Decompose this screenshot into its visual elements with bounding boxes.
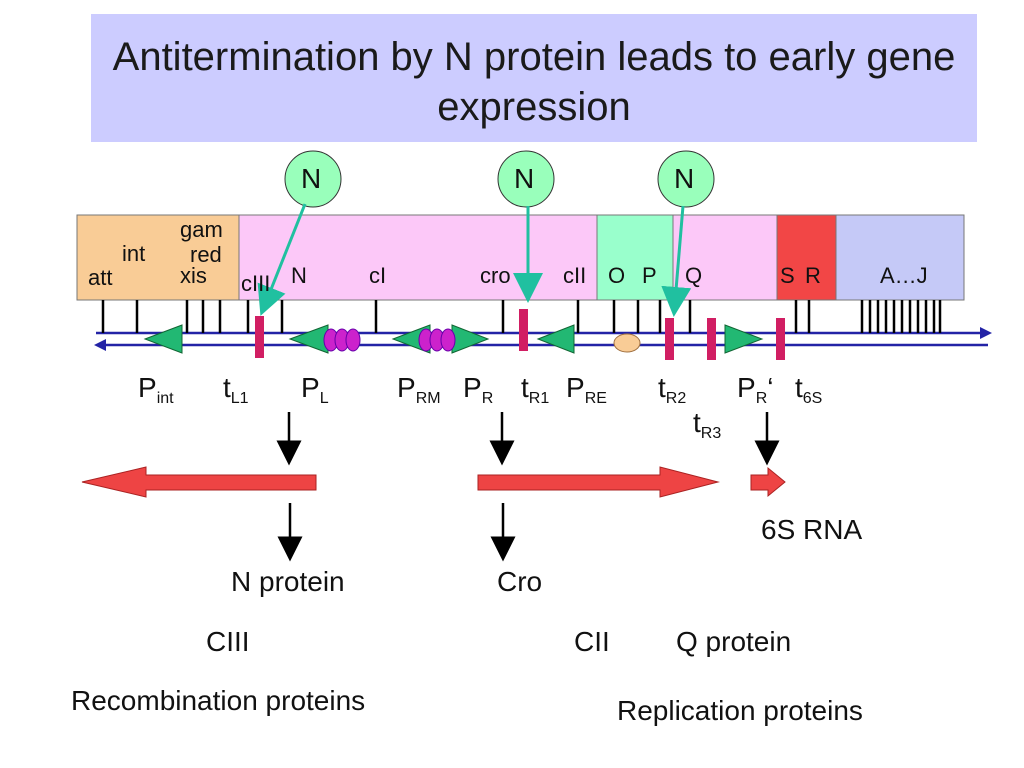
label-tr1: tR1 — [521, 372, 550, 408]
n-arrow-left — [257, 203, 307, 316]
page-title: Antitermination by N protein leads to ea… — [112, 35, 956, 129]
label-cii-protein: CII — [574, 626, 610, 657]
gene-ci: cI — [369, 263, 387, 288]
label-tr3: tR3 — [693, 407, 722, 443]
label-tr2: tR2 — [658, 372, 687, 408]
promoter-pl — [288, 324, 329, 354]
gene-cii: cII — [563, 263, 587, 288]
n-bubble-right — [657, 150, 715, 208]
label-ciii-protein: CIII — [206, 626, 250, 657]
gene-s: S — [780, 263, 795, 288]
gene-q: Q — [685, 263, 703, 288]
promoter-pre — [536, 324, 575, 354]
gene-o: O — [608, 263, 626, 288]
terminator-tr2 — [665, 318, 674, 360]
terminator-t6s — [776, 318, 785, 360]
dna-arrowhead-left — [94, 339, 106, 351]
region-replication — [596, 214, 674, 301]
gene-gam: gam — [180, 217, 223, 242]
gene-red: red — [190, 242, 222, 267]
n-bubble-left-label: N — [301, 163, 322, 194]
label-t6s: t6S — [795, 372, 823, 408]
gene-xis: xis — [180, 263, 207, 288]
label-6s-rna: 6S RNA — [761, 514, 863, 545]
title-banner: Antitermination by N protein leads to ea… — [91, 14, 977, 142]
n-arrow-right — [661, 205, 692, 317]
gene-a-j: A…J — [880, 263, 928, 288]
n-bubble-right-label: N — [674, 163, 695, 194]
gene-p: P — [642, 263, 657, 288]
label-pre: PRE — [566, 372, 607, 408]
label-tl1: tL1 — [223, 372, 249, 408]
terminator-tr3 — [707, 318, 716, 360]
transcript-6s — [750, 466, 786, 498]
label-pr: PR — [463, 372, 494, 408]
n-bubble-middle — [497, 150, 555, 208]
n-bubble-middle-label: N — [514, 163, 535, 194]
terminator-tr1 — [519, 309, 528, 351]
label-prm: PRM — [397, 372, 441, 408]
label-n-protein: N protein — [231, 566, 345, 597]
promoter-pr — [451, 324, 490, 354]
region-lysis — [776, 214, 837, 301]
gene-att: att — [88, 265, 113, 290]
region-late — [835, 214, 965, 301]
terminator-tl1 — [255, 316, 264, 358]
gene-n: N — [291, 263, 307, 288]
repressor-ol — [323, 328, 361, 352]
dna-arrowhead-right — [980, 327, 992, 339]
transcript-rightward — [477, 466, 720, 498]
label-cro-protein: Cro — [497, 566, 543, 597]
gene-ticks — [101, 300, 942, 333]
origin-oval — [613, 333, 641, 353]
gene-int: int — [122, 241, 146, 266]
n-bubble-left — [284, 150, 342, 208]
label-recombination-proteins: Recombination proteins — [71, 685, 366, 716]
label-pl: PL — [301, 372, 329, 408]
repressor-or — [418, 328, 456, 352]
promoter-pint — [143, 324, 183, 354]
gene-cro: cro — [480, 263, 511, 288]
gene-ciii: cIII — [241, 271, 271, 296]
label-pint: Pint — [138, 372, 174, 408]
gene-r: R — [805, 263, 821, 288]
label-pr-prime: PR‘ — [737, 372, 774, 408]
transcript-leftward — [81, 466, 317, 498]
promoter-pr-prime — [724, 324, 764, 354]
label-replication-proteins: Replication proteins — [617, 695, 863, 726]
label-q-protein: Q protein — [676, 626, 792, 657]
